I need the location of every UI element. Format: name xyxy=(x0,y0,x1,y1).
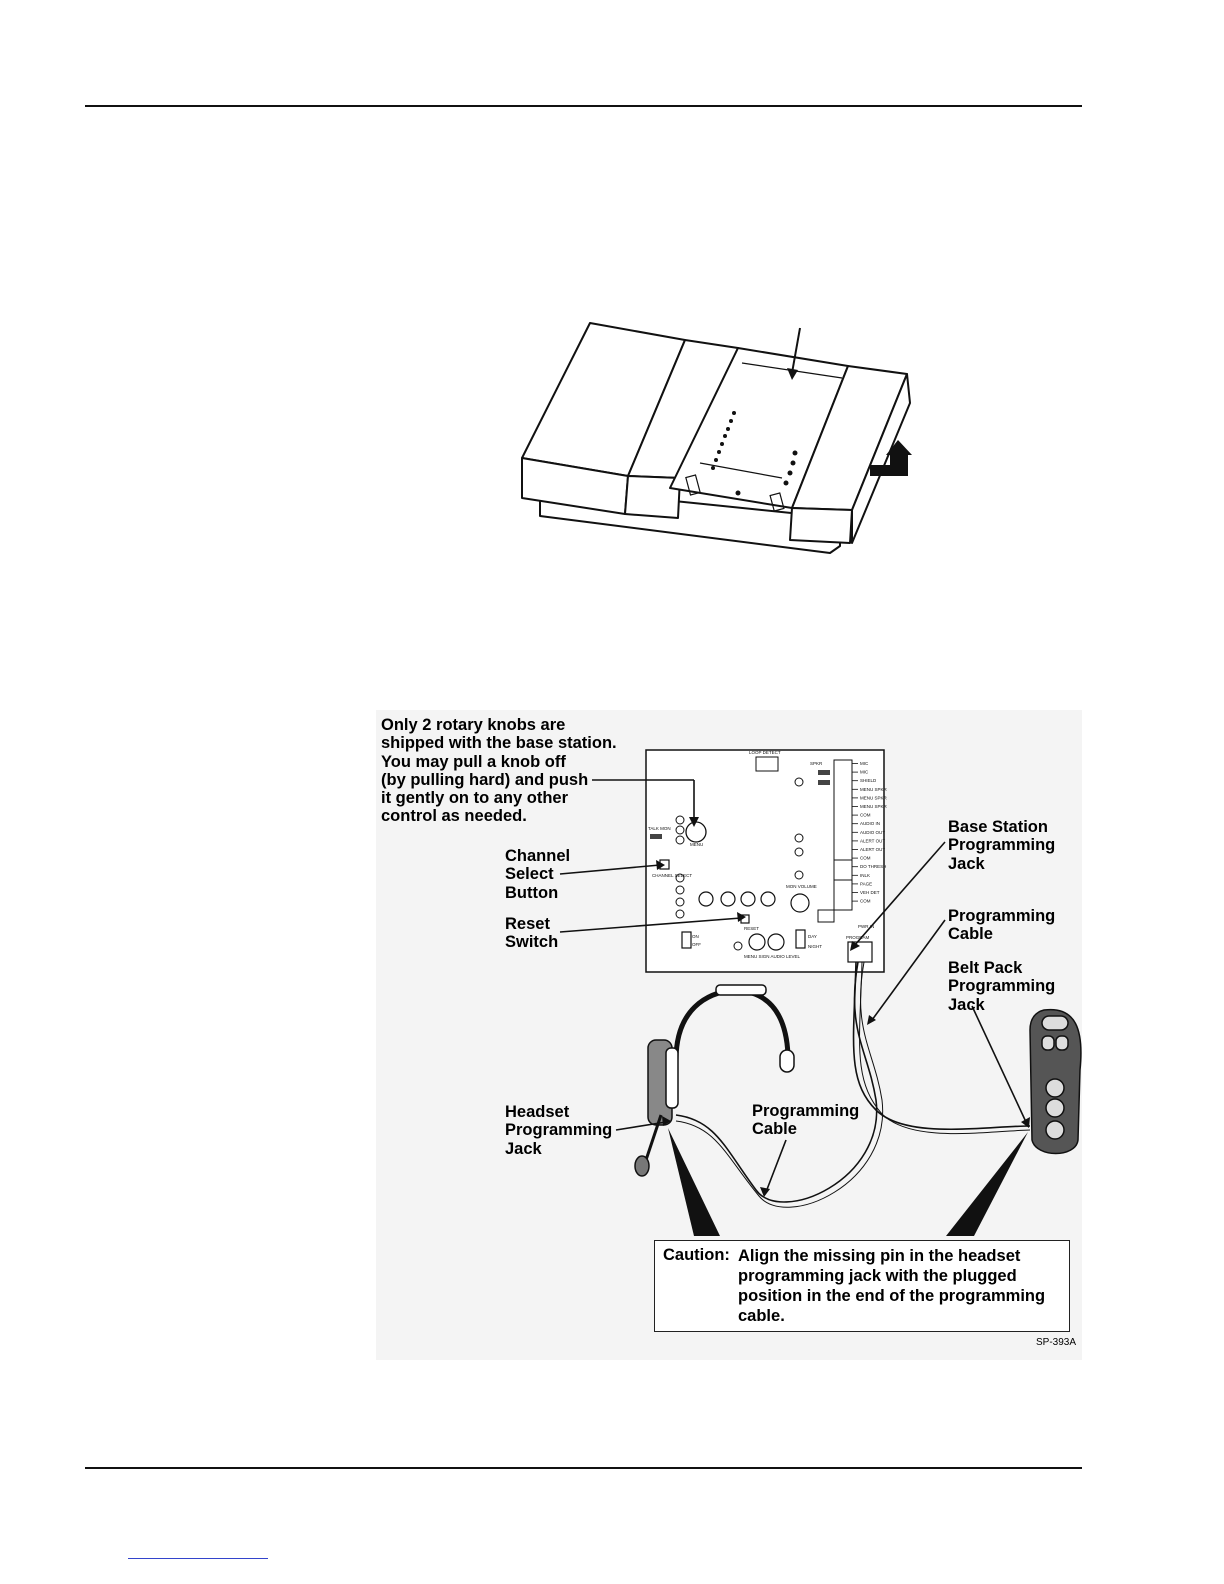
svg-text:MON VOLUME: MON VOLUME xyxy=(786,884,817,889)
svg-text:PWR IN: PWR IN xyxy=(858,924,874,929)
svg-text:PROGRAM: PROGRAM xyxy=(846,935,870,940)
caution-label: Caution: xyxy=(663,1246,730,1264)
terminal-label: MIC xyxy=(860,761,869,766)
terminal-label: COM xyxy=(860,899,871,904)
caution-text: Align the missing pin in the headset pro… xyxy=(738,1247,1046,1325)
menu-rotary-knob xyxy=(685,821,707,843)
terminal-label: MENU SPKR xyxy=(860,804,888,809)
figure-code: SP-393A xyxy=(1036,1337,1077,1348)
svg-text:CHANNEL SELECT: CHANNEL SELECT xyxy=(652,873,692,878)
terminal-label: DO THRESH xyxy=(860,864,886,869)
terminal-label: COM xyxy=(860,856,871,861)
terminal-label: INLK xyxy=(860,873,870,878)
terminal-label: SHIELD xyxy=(860,778,877,783)
terminal-label: ALERT OUT xyxy=(860,838,885,843)
svg-text:LOOP DETECT: LOOP DETECT xyxy=(749,750,781,755)
terminal-label: VEH DET xyxy=(860,890,880,895)
terminal-label: MIC xyxy=(860,770,869,775)
terminal-label: ALERT OUT xyxy=(860,847,885,852)
svg-text:DAY: DAY xyxy=(808,934,817,939)
svg-text:OFF: OFF xyxy=(692,942,701,947)
belt-pack-jack-callout: Belt Pack Programming Jack xyxy=(948,959,1056,1014)
terminal-label: COM xyxy=(860,813,871,818)
belt-pack-illustration xyxy=(1029,1008,1082,1155)
programming-cable-upper-callout: Programming Cable xyxy=(948,907,1056,944)
footer-rule xyxy=(85,1467,1082,1469)
svg-text:SPKR: SPKR xyxy=(810,761,823,766)
headset-illustration xyxy=(634,984,795,1177)
knob-note-callout: Only 2 rotary knobs are shipped with the… xyxy=(381,716,617,826)
svg-text:RESET: RESET xyxy=(744,926,759,931)
caution-box: Caution: Align the missing pin in the he… xyxy=(654,1240,1070,1332)
header-rule xyxy=(85,105,1082,107)
reset-switch-callout: Reset Switch xyxy=(505,915,559,952)
svg-text:TALK MON: TALK MON xyxy=(648,826,671,831)
terminal-label: MENU SPKR xyxy=(860,795,888,800)
programming-cable-lower-callout: Programming Cable xyxy=(752,1102,860,1139)
terminal-label: AUDIO OUT xyxy=(860,830,885,835)
programming-setup-diagram: LOOP DETECT SPKR MIC MIC SHIELD MENU SPKR ME… xyxy=(376,710,1082,1360)
channel-select-callout: Channel Select Button xyxy=(505,847,571,902)
svg-text:NIGHT: NIGHT xyxy=(808,944,822,949)
terminal-label: AUDIO IN xyxy=(860,821,880,826)
terminal-label: PAGE xyxy=(860,881,872,886)
svg-text:MENU: MENU xyxy=(690,842,703,847)
headset-jack-callout: Headset Programming Jack xyxy=(505,1103,613,1158)
svg-text:ON: ON xyxy=(692,934,699,939)
footer-link[interactable] xyxy=(128,1558,268,1559)
terminal-label: MENU SPKR xyxy=(860,787,888,792)
base-station-enclosure-illustration xyxy=(521,322,912,554)
svg-text:MENU SIGN AUDIO LEVEL: MENU SIGN AUDIO LEVEL xyxy=(744,954,801,959)
base-station-jack-callout: Base Station Programming Jack xyxy=(948,818,1056,873)
